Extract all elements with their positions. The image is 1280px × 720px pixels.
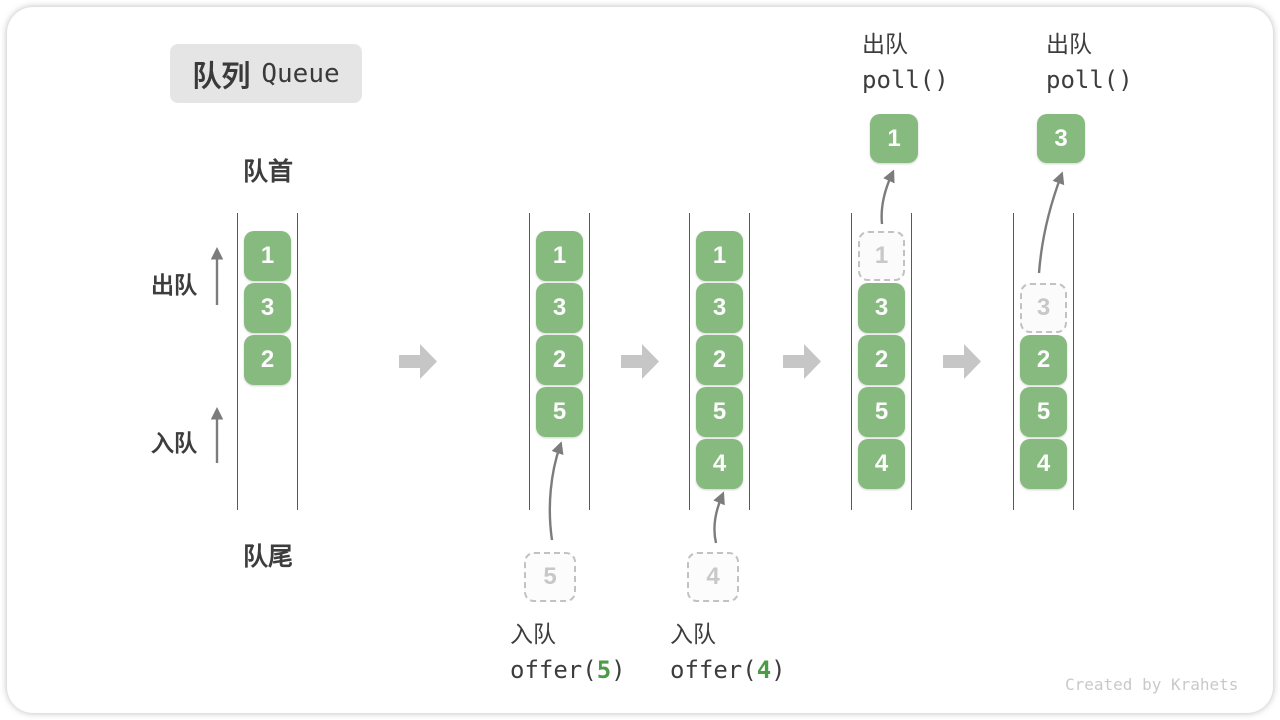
side-dequeue-label: 出队 [151,272,197,298]
watermark: Created by Krahets [1065,675,1239,694]
queue-item: 4 [696,439,743,489]
queue-state-3: 1 3 2 5 4 [689,213,750,510]
queue-item: 3 [696,283,743,333]
queue-state-2: 1 3 2 5 [529,213,590,510]
outgoing-value-box: 3 [1037,114,1085,163]
operation-action: 出队 [862,31,908,57]
enqueue-curved-arrow-icon [713,491,725,544]
queue-state-1: 1 3 2 [237,213,298,510]
dequeue-operation-label: 出队 poll() [1046,26,1133,98]
code-argument: 5 [596,656,612,684]
queue-front-label: 队首 [242,158,293,186]
operation-action: 入队 [510,621,556,647]
incoming-value-box: 5 [524,552,576,602]
enqueue-curved-arrow-icon [548,441,564,541]
queue-item: 5 [536,387,583,437]
side-enqueue-label: 入队 [151,430,197,456]
right-block-arrow-icon [399,344,437,379]
operation-code: offer(5) [510,656,626,684]
queue-item-removed: 1 [858,231,905,281]
queue-item: 3 [858,283,905,333]
queue-item: 4 [858,439,905,489]
dequeue-curved-arrow-icon [880,169,895,225]
queue-item: 1 [696,231,743,281]
operation-code: poll() [862,66,949,94]
title-badge: 队列 Queue [170,44,362,103]
operation-action: 入队 [670,621,716,647]
queue-item: 2 [858,335,905,385]
enqueue-up-arrow-icon [210,407,224,463]
right-block-arrow-icon [783,344,821,379]
enqueue-operation-label: 入队 offer(5) [510,616,626,688]
right-block-arrow-icon [621,344,659,379]
dequeue-curved-arrow-icon [1037,171,1065,274]
queue-item: 3 [536,283,583,333]
queue-item: 5 [696,387,743,437]
queue-item: 1 [244,231,291,281]
enqueue-operation-label: 入队 offer(4) [670,616,786,688]
dequeue-operation-label: 出队 poll() [862,26,949,98]
title-zh: 队列 [192,60,251,93]
queue-item: 2 [696,335,743,385]
dequeue-up-arrow-icon [210,247,224,305]
queue-item: 1 [536,231,583,281]
code-argument: 4 [756,656,772,684]
queue-rear-label: 队尾 [242,543,293,571]
queue-item: 2 [1020,335,1067,385]
queue-item: 3 [244,283,291,333]
operation-code: poll() [1046,66,1133,94]
operation-code: offer(4) [670,656,786,684]
incoming-value-box: 4 [687,552,739,602]
queue-item: 4 [1020,439,1067,489]
queue-state-5: 3 2 5 4 [1013,213,1074,510]
queue-item: 2 [536,335,583,385]
queue-item-removed: 3 [1020,283,1067,333]
queue-item: 2 [244,335,291,385]
right-block-arrow-icon [943,344,981,379]
queue-item: 5 [858,387,905,437]
queue-state-4: 1 3 2 5 4 [851,213,912,510]
operation-action: 出队 [1046,31,1092,57]
outgoing-value-box: 1 [870,114,918,163]
queue-item: 5 [1020,387,1067,437]
title-en: Queue [261,58,340,89]
